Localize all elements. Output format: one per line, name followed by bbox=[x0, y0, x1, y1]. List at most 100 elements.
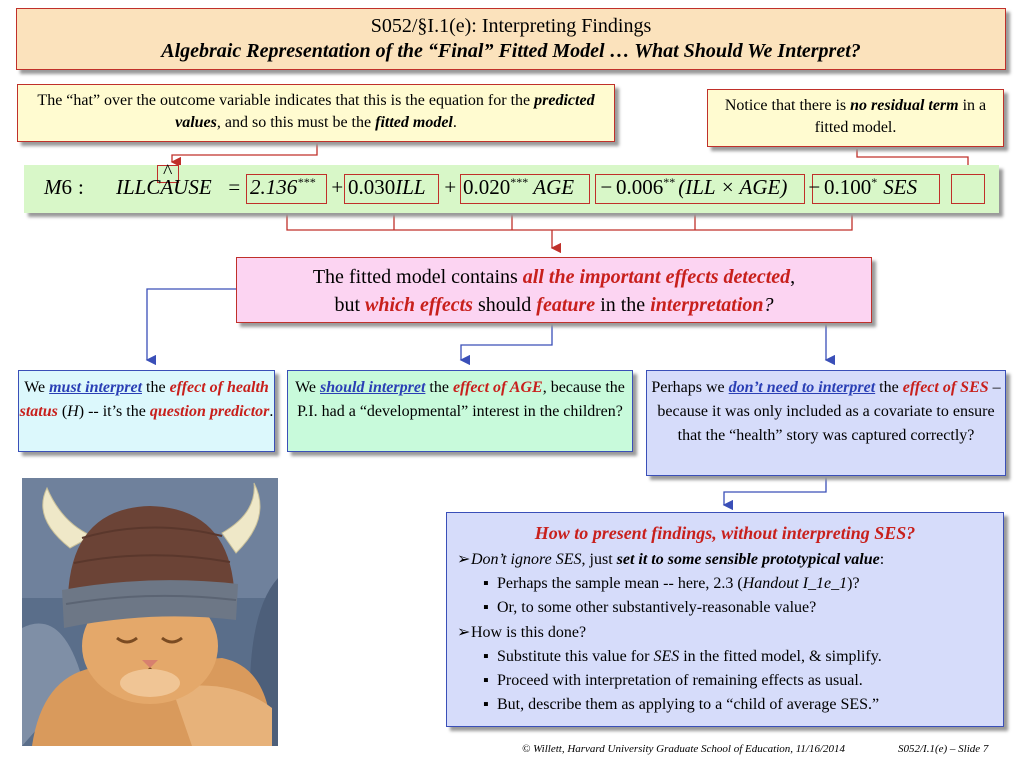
present-findings-title: How to present findings, without interpr… bbox=[534, 523, 916, 543]
health-text: We bbox=[24, 379, 50, 396]
center-emph-interpretation: interpretation bbox=[650, 294, 764, 316]
ill-coefficient: 0.030 bbox=[348, 175, 396, 199]
sub-bullet-other-value: ▪Or, to some other substantively-reasona… bbox=[457, 596, 993, 620]
interaction-variable: (ILL × AGE) bbox=[678, 175, 788, 199]
ses-term: 0.100* SES bbox=[824, 175, 917, 200]
intercept-value: 2.136*** bbox=[250, 175, 315, 200]
hat-symbol: ^ bbox=[163, 161, 173, 183]
center-line-2: but which effects should feature in the … bbox=[237, 291, 871, 319]
center-emph-which: which effects bbox=[365, 294, 473, 316]
center-line-1: The fitted model contains all the import… bbox=[237, 263, 871, 291]
square-bullet-icon: ▪ bbox=[483, 648, 489, 665]
age-text: the bbox=[425, 379, 453, 396]
sub-bullet-text: But, describe them as applying to a “chi… bbox=[497, 696, 880, 713]
slide-title: S052/§I.1(e): Interpreting Findings bbox=[370, 15, 652, 37]
health-emph-question: question predictor bbox=[149, 403, 270, 420]
bullet-text: , just bbox=[581, 551, 617, 568]
ses-coefficient: 0.100 bbox=[824, 175, 872, 199]
health-variable: H bbox=[67, 403, 79, 420]
empty-residual-box bbox=[951, 174, 985, 204]
health-emph-effect: effect of health status bbox=[19, 379, 269, 420]
center-text: ? bbox=[763, 294, 774, 316]
ses-text: Perhaps we bbox=[651, 379, 729, 396]
equals-sign: = bbox=[227, 175, 242, 199]
sub-bullet-text: Proceed with interpretation of remaining… bbox=[497, 672, 863, 689]
sub-bullet-text: in the fitted model, & simplify. bbox=[679, 648, 882, 665]
hat-note-emph-fitted: fitted model bbox=[375, 114, 453, 131]
outcome-variable: ILLCAUSE bbox=[116, 175, 212, 199]
square-bullet-icon: ▪ bbox=[483, 696, 489, 713]
plus-sign: + bbox=[330, 175, 345, 199]
model-number: 6 bbox=[61, 175, 73, 199]
health-text: ) -- it’s the bbox=[78, 403, 150, 420]
age-effect-box: We should interpret the effect of AGE, b… bbox=[287, 370, 633, 452]
residual-note-box: Notice that there is no residual term in… bbox=[707, 89, 1004, 147]
residual-note-text: in a fitted model. bbox=[814, 97, 987, 136]
ill-variable: ILL bbox=[395, 175, 426, 199]
footer-slide-number: S052/I.1(e) – Slide 7 bbox=[898, 743, 989, 755]
residual-note-text: Notice that there is bbox=[724, 97, 851, 114]
hat-note-text: The “hat” over the outcome variable indi… bbox=[37, 92, 535, 109]
age-text: We bbox=[295, 379, 321, 396]
bullet-how-done: ➢How is this done? bbox=[457, 620, 993, 645]
sub-bullet-sample-mean: ▪ Perhaps the sample mean -- here, 2.3 (H… bbox=[457, 572, 993, 596]
intercept-number: 2.136 bbox=[250, 175, 298, 199]
intercept-stars: *** bbox=[297, 175, 316, 189]
handout-reference: Handout I_1e_1 bbox=[742, 575, 848, 592]
bullet-text: How is this done? bbox=[471, 624, 587, 641]
ses-text: – because it was only included as a cova… bbox=[657, 379, 1001, 444]
hat-note-text: . bbox=[452, 114, 457, 131]
ses-term-box bbox=[812, 174, 940, 204]
age-term: 0.020*** AGE bbox=[463, 175, 574, 200]
health-text: the bbox=[142, 379, 170, 396]
health-emph-must: must interpret bbox=[49, 379, 143, 396]
age-text: , because the P.I. had a “developmental”… bbox=[297, 379, 625, 420]
bullet-emph: Don’t ignore SES bbox=[471, 551, 582, 568]
sub-bullet-substitute: ▪ Substitute this value for SES in the fi… bbox=[457, 645, 993, 669]
arrow-bullet-icon: ➢ bbox=[457, 624, 471, 641]
slide-subtitle: Algebraic Representation of the “Final” … bbox=[161, 40, 861, 62]
health-text: . bbox=[269, 403, 274, 420]
model-colon: : bbox=[78, 175, 84, 199]
ill-term: 0.030ILL bbox=[348, 175, 426, 200]
square-bullet-icon: ▪ bbox=[483, 575, 489, 592]
square-bullet-icon: ▪ bbox=[483, 672, 489, 689]
footer-credit: © Willett, Harvard University Graduate S… bbox=[522, 743, 846, 755]
center-text: but bbox=[334, 294, 365, 316]
bullet-emph: set it to some sensible prototypical val… bbox=[616, 551, 880, 568]
bullet-dont-ignore: ➢Don’t ignore SES, just set it to some s… bbox=[457, 547, 993, 572]
age-stars: *** bbox=[510, 175, 529, 189]
minus-sign: − bbox=[807, 175, 822, 199]
ses-variable: SES bbox=[883, 175, 918, 199]
center-emph-effects: all the important effects detected bbox=[522, 266, 791, 288]
ses-emph-effect: effect of SES bbox=[902, 379, 989, 396]
ill-term-box bbox=[344, 174, 439, 204]
age-term-box bbox=[460, 174, 590, 204]
intercept-box bbox=[246, 174, 327, 204]
center-text: should bbox=[472, 294, 537, 316]
arrow-bullet-icon: ➢ bbox=[457, 551, 471, 568]
ses-stars: * bbox=[871, 175, 878, 189]
interaction-term-box bbox=[595, 174, 805, 204]
sub-bullet-text: Substitute this value for bbox=[497, 648, 654, 665]
residual-note-emph: no residual term bbox=[850, 97, 959, 114]
hat-highlight-box bbox=[157, 165, 179, 183]
center-question-box: The fitted model contains all the import… bbox=[236, 257, 872, 323]
center-emph-feature: feature bbox=[536, 294, 596, 316]
interaction-coefficient: 0.006 bbox=[616, 175, 664, 199]
center-text: The fitted model contains bbox=[312, 266, 523, 288]
sub-bullet-text: Perhaps the sample mean -- here, 2.3 ( bbox=[497, 575, 743, 592]
age-variable: AGE bbox=[533, 175, 575, 199]
hat-note-box: The “hat” over the outcome variable indi… bbox=[17, 84, 615, 142]
cat-in-viking-hat-photo bbox=[22, 478, 278, 746]
square-bullet-icon: ▪ bbox=[483, 599, 489, 616]
sub-bullet-describe: ▪ But, describe them as applying to a “ch… bbox=[457, 693, 993, 717]
model-letter: M bbox=[44, 175, 62, 199]
ses-variable: SES bbox=[653, 648, 680, 665]
age-coefficient: 0.020 bbox=[463, 175, 511, 199]
plus-sign: + bbox=[443, 175, 458, 199]
interaction-term: 0.006**(ILL × AGE) bbox=[616, 175, 787, 200]
hat-note-text: , and so this must be the bbox=[216, 114, 376, 131]
minus-sign: − bbox=[599, 175, 614, 199]
